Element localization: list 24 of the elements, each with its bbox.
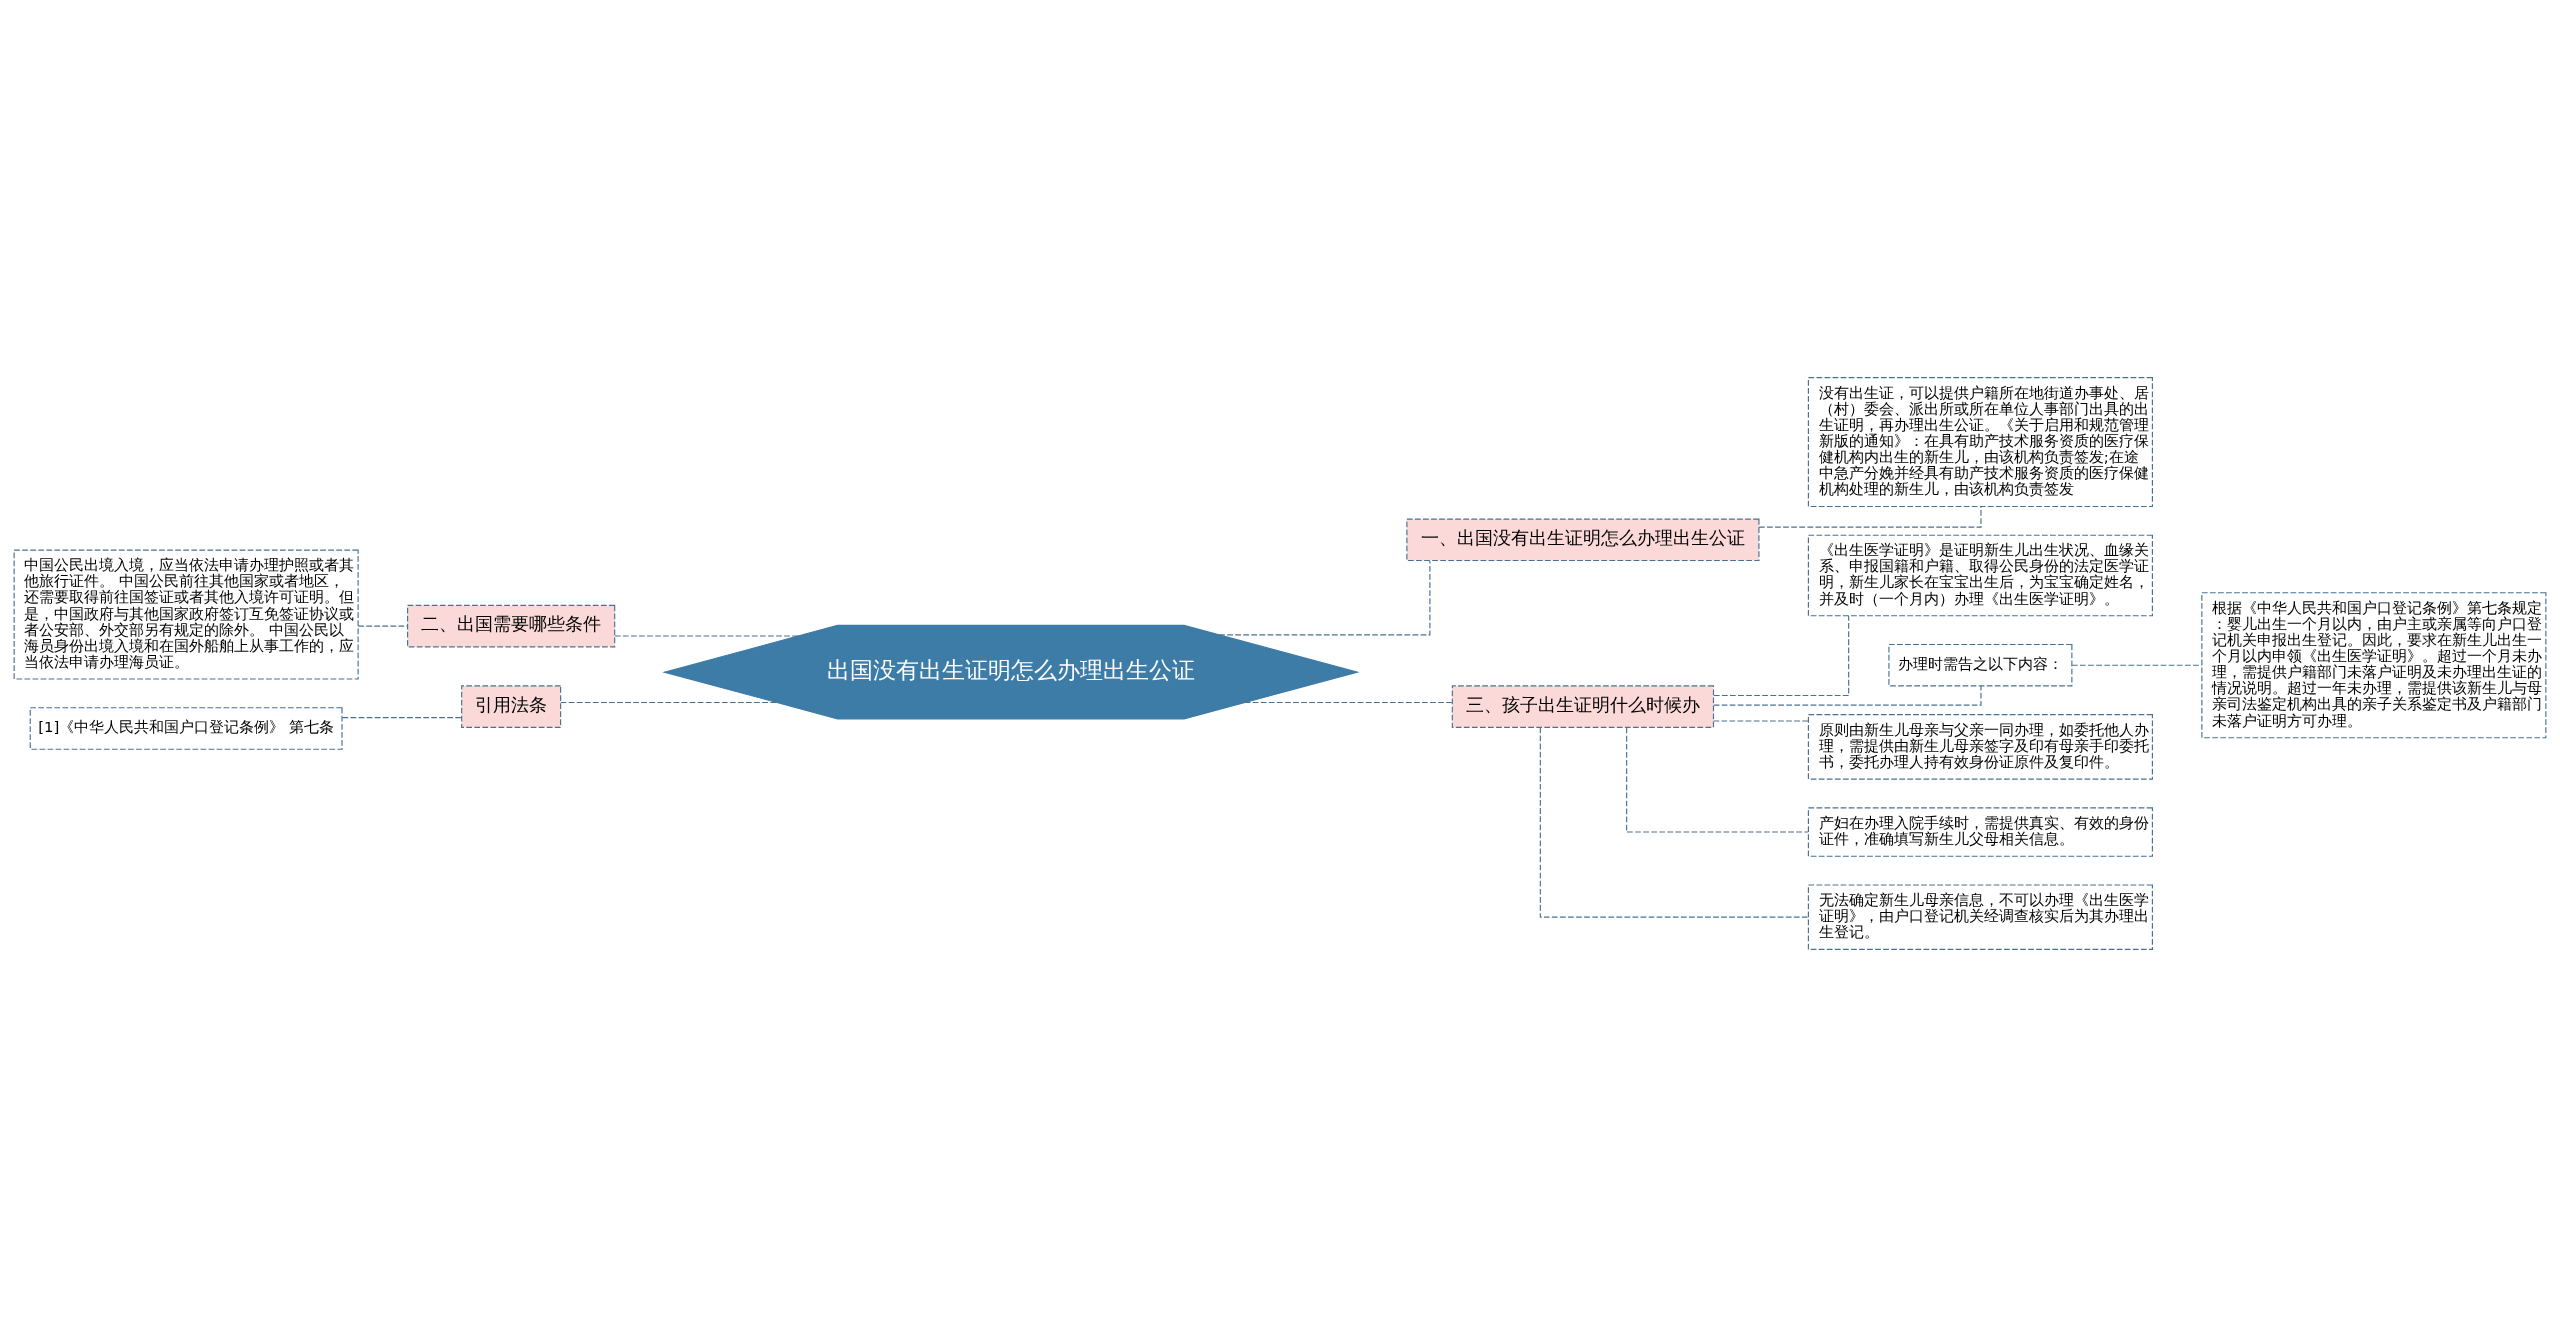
connector: [341, 717, 462, 719]
connector: [1626, 727, 1809, 833]
node-box: 三、孩子出生证明什么时候办: [1451, 685, 1715, 728]
node-box: 中国公民出境入境，应当依法申请办理护照或者其他旅行证件。 中国公民前往其他国家或者地区，还需要取得前往国签证或者其他入境许可证明。但是，中国政府与其他国家政府签订互免签证协议或者公安部、外交部另有规定的除外。 中国公民以海员身份出境入境和在国外船舶上从事工作的，应当依法申请办理海员证。: [13, 549, 359, 680]
node-box: 《出生医学证明》是证明新生儿出生状况、血缘关系、申报国籍和户籍、取得公民身份的法定医学证明，新生儿家长在宝宝出生后，为宝宝确定姓名，并及时（一个月内）办理《出生医学证明》。: [1807, 534, 2153, 617]
connector: [1713, 720, 1809, 722]
node-box: 一、出国没有出生证明怎么办理出生公证: [1406, 518, 1760, 562]
node-box: 无法确定新生儿母亲信息，不可以办理《出生医学证明》，由户口登记机关经调查核实后为其办理出生登记。: [1807, 884, 2153, 950]
node-box: 二、出国需要哪些条件: [407, 604, 616, 648]
node-box: 没有出生证，可以提供户籍所在地街道办事处、居（村）委会、派出所或所在单位人事部门出具的出生证明，再办理出生公证。《关于启用和规范管理新版的通知》：在具有助产技术服务资质的医疗保健机构内出生的新生儿，由该机构负责签发;在途中急产分娩并经具有助产技术服务资质的医疗保健机构处理的新生儿，由该机构负责签发: [1807, 377, 2153, 508]
connector: [357, 625, 408, 627]
connector: [614, 635, 799, 637]
node-box: [1]《中华人民共和国户口登记条例》 第七条: [29, 707, 343, 750]
connector: [560, 701, 778, 704]
connector: [1244, 701, 1453, 704]
node-box: 引用法条: [461, 685, 562, 728]
node-box: 根据《中华人民共和国户口登记条例》第七条规定：婴儿出生一个月以内，由户主或亲属等向户口登记机关申报出生登记。因此，要求在新生儿出生一个月以内申领《出生医学证明》。超过一个月未办理，需提供户籍部门未落户证明及未办理出生证的情况说明。超过一年未办理，需提供该新生儿与母亲司法鉴定机构出具的亲子关系鉴定书及户籍部门未落户证明方可办理。: [2201, 592, 2547, 739]
connector: [1218, 560, 1431, 636]
node-box: 原则由新生儿母亲与父亲一同办理，如委托他人办理，需提供由新生儿母亲签字及印有母亲手印委托书，委托办理人持有效身份证原件及复印件。: [1807, 714, 2153, 780]
connector: [1539, 727, 1809, 918]
connector: [1713, 615, 1850, 697]
connector: [2071, 664, 2203, 666]
node-box: 产妇在办理入院手续时，需提供真实、有效的身份证件，准确填写新生儿父母相关信息。: [1807, 807, 2153, 857]
node-box: 办理时需告之以下内容：: [1888, 643, 2073, 687]
